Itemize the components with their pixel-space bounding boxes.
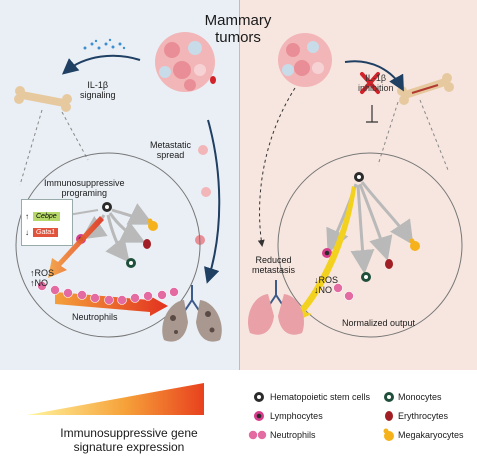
erythrocyte-left-icon — [143, 239, 151, 249]
monocyte-left-icon — [126, 258, 136, 268]
expression-gradient-bar — [27, 383, 204, 415]
zoom-lines-left — [19, 109, 89, 186]
hsc-right-icon — [354, 172, 364, 182]
legend-lymphocyte-label: Lymphocytes — [270, 411, 323, 421]
monocyte-right-icon — [361, 272, 371, 282]
neutrophil-right-icon — [333, 283, 354, 301]
il1b-signal-arrow — [61, 54, 141, 75]
immunosuppressive-programing-label: Immunosuppressive programing — [44, 178, 125, 198]
bone-marrow-circle-right — [277, 152, 463, 338]
legend-monocyte-icon — [384, 392, 394, 402]
legend-neutrophil-label: Neutrophils — [270, 430, 316, 440]
legend-erythrocyte-label: Erythrocytes — [398, 411, 449, 421]
gene-down-label: Gata1 — [33, 228, 59, 237]
ros-no-down-label: ↓ROS ↓NO — [314, 275, 339, 295]
lymphocyte-right-icon — [322, 248, 332, 258]
gene-up-label: Cebpe — [33, 212, 60, 221]
legend-monocyte-label: Monocytes — [398, 392, 442, 402]
tumor-right-icon — [278, 33, 332, 87]
megakaryocyte-right-icon — [409, 238, 420, 251]
ros-no-up-label: ↑ROS ↑NO — [30, 268, 55, 288]
up-arrow-icon: ↑ — [25, 212, 29, 221]
legend-erythrocyte-icon — [385, 411, 393, 421]
gradient-label: Immunosuppressive gene signature express… — [60, 426, 198, 454]
bone-marrow-circle-left — [15, 152, 201, 338]
il1b-signaling-label: IL-1β signaling — [80, 80, 116, 100]
neutrophils-label: Neutrophils — [72, 312, 118, 322]
immunosuppressive-arrow — [48, 216, 104, 278]
page-title: Mammary tumors — [204, 12, 272, 46]
bone-left-icon — [14, 86, 72, 112]
reduced-metastasis-label: Reduced metastasis — [252, 255, 296, 275]
il1b-inhibition-label: IL-1β inhibition — [358, 73, 394, 93]
reduced-metastasis-arrow — [257, 87, 296, 247]
lungs-healthy-icon — [248, 280, 304, 335]
legend-hsc-label: Hematopoietic stem cells — [270, 392, 371, 402]
bone-right-icon — [397, 73, 454, 105]
legend-hsc-icon — [254, 392, 264, 402]
megakaryocyte-left-icon — [147, 218, 158, 231]
metastatic-spread-label: Metastatic spread — [150, 140, 192, 160]
legend-megakaryocyte-icon — [383, 428, 394, 441]
erythrocyte-right-icon — [385, 259, 393, 269]
legend-lymphocyte-icon — [254, 411, 264, 421]
neutrophil-stream-left-icon — [37, 281, 179, 305]
circulating-tumor-cells-icon — [195, 145, 211, 245]
tumor-to-bone-arrow — [344, 60, 404, 92]
down-arrow-icon: ↓ — [25, 228, 29, 237]
inhibition-bar — [366, 105, 378, 123]
lungs-metastatic-icon — [162, 285, 222, 342]
panel-divider — [239, 0, 240, 370]
legend-neutrophil-icon — [248, 430, 267, 440]
metastatic-spread-arrow — [204, 119, 221, 284]
zoom-lines-right — [377, 99, 449, 171]
inhibition-x-icon — [360, 72, 380, 94]
il1b-particles-icon — [83, 38, 126, 50]
gene-expression-box: ↑ Cebpe ↓ Gata1 — [21, 199, 73, 246]
hsc-left-icon — [102, 202, 112, 212]
normalized-output-label: Normalized output — [342, 318, 416, 328]
legend-megakaryocyte-label: Megakaryocytes — [398, 430, 464, 440]
tumor-left-icon — [155, 32, 216, 92]
